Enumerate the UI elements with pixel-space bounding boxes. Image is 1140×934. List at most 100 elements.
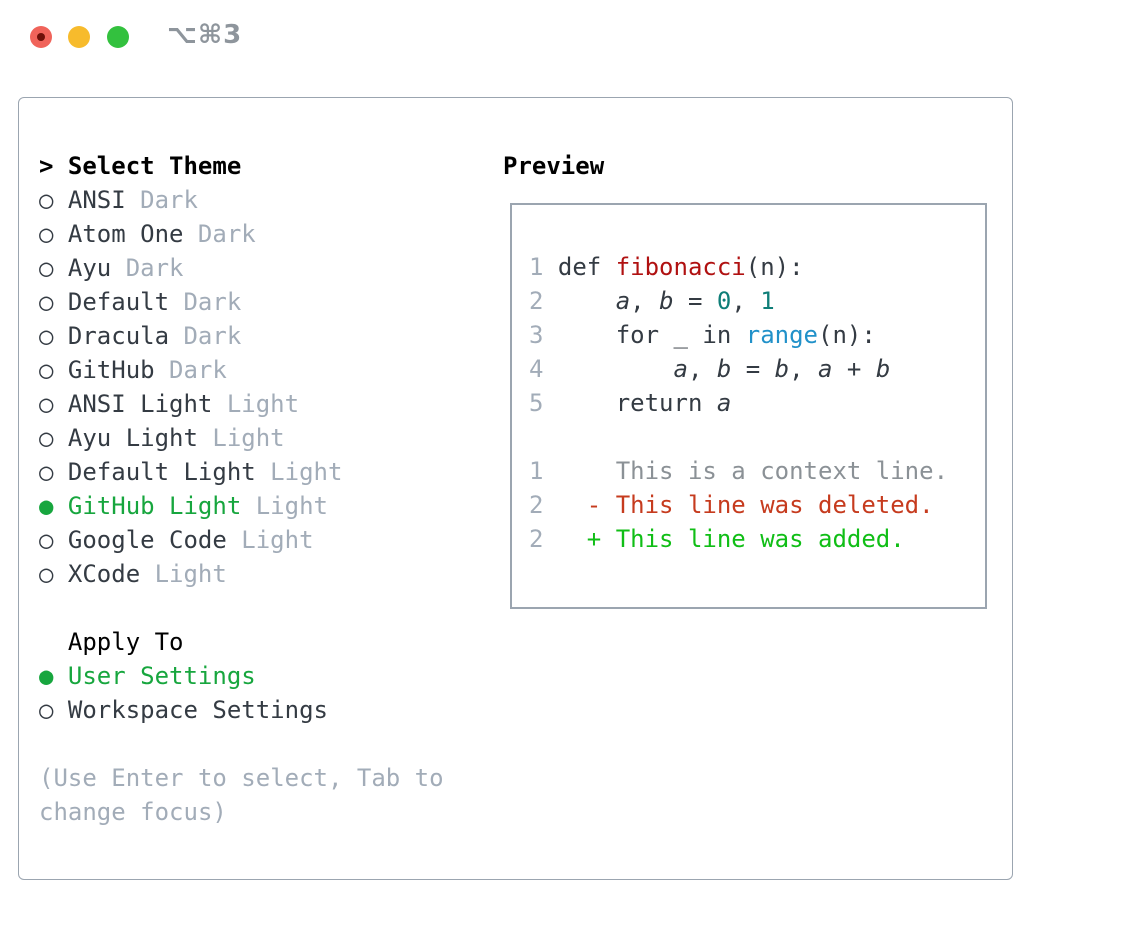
code-line: 1 def fibonacci(n): [529,250,948,284]
code-segment: , [789,355,819,383]
code-segment [543,355,673,383]
hint-text: (Use Enter to select, Tab to [39,764,444,792]
theme-name: ANSI [67,186,126,214]
code-segment: a [615,287,631,315]
code-line: 2 - This line was deleted. [529,488,948,522]
code-line: 1 This is a context line. [529,454,948,488]
radio-unselected-icon: ○ [39,186,54,214]
theme-name: Default [67,288,170,316]
apply-to-header: Apply To [39,625,444,659]
line-number: 1 [529,253,544,281]
code-segment: a [716,389,732,417]
theme-option-ayu[interactable]: ○ Ayu Dark [39,251,444,285]
code-segment: b [659,287,674,315]
line-number: 2 [529,287,544,315]
theme-option-atom-one[interactable]: ○ Atom One Dark [39,217,444,251]
apply-option-label: User Settings [67,662,256,690]
radio-selected-icon: ● [39,492,54,520]
code-segment: = [673,287,717,315]
apply-option-label: Workspace Settings [67,696,328,724]
select-theme-header: > Select Theme [39,149,444,183]
code-segment: , [731,287,761,315]
theme-variant-label: Light [226,390,300,418]
apply-to-label: Apply To [67,628,184,656]
code-segment: (n): [745,253,804,281]
apply-option-workspace-settings[interactable]: ○ Workspace Settings [39,693,444,727]
theme-variant-label: Light [270,458,343,486]
close-dot-icon [37,33,45,41]
theme-variant-label: Light [255,492,328,520]
code-line: 2 + This line was added. [529,522,948,556]
minimize-button[interactable] [68,26,90,48]
theme-option-ansi[interactable]: ○ ANSI Dark [39,183,444,217]
theme-variant-label: Dark [125,254,184,282]
line-number: 2 [529,491,544,519]
theme-variant-label: Light [212,424,285,452]
spacer [39,727,444,761]
theme-name: XCode [67,560,141,588]
code-segment: 0 [716,287,732,315]
line-number: 2 [529,525,544,553]
theme-name: ANSI Light [67,390,213,418]
code-line: 3 for _ in range(n): [529,318,948,352]
spacer [39,591,444,625]
theme-variant-label: Dark [169,356,227,384]
code-segment: def [543,253,616,281]
radio-unselected-icon: ○ [39,526,54,554]
radio-unselected-icon: ○ [39,220,54,248]
theme-name: GitHub Light [67,492,242,520]
theme-option-github-light[interactable]: ● GitHub Light Light [39,489,444,523]
keyboard-shortcut-label: ⌥⌘3 [167,20,243,50]
code-segment: a [818,355,833,383]
code-segment: range [745,321,818,349]
code-segment: , [687,355,717,383]
code-segment: return [543,389,717,417]
theme-name: Ayu [67,254,112,282]
code-segment: b [875,355,891,383]
code-segment: b [774,355,790,383]
apply-option-user-settings[interactable]: ● User Settings [39,659,444,693]
code-segment: 1 [760,287,775,315]
code-segment: - This line was deleted. [543,491,934,519]
hint-line: (Use Enter to select, Tab to [39,761,444,795]
select-theme-label: Select Theme [67,152,242,180]
code-line: 2 a, b = 0, 1 [529,284,948,318]
code-segment: + [832,355,876,383]
radio-unselected-icon: ○ [39,254,54,282]
theme-variant-label: Dark [197,220,256,248]
line-number: 3 [529,321,544,349]
radio-unselected-icon: ○ [39,696,54,724]
selection-arrow-icon: > [39,152,54,180]
code-segment: This is a context line. [543,457,949,485]
radio-unselected-icon: ○ [39,458,54,486]
theme-variant-label: Light [241,526,314,554]
line-number: 5 [529,389,544,417]
theme-variant-label: Dark [183,288,242,316]
zoom-button[interactable] [107,26,129,48]
theme-name: GitHub [67,356,155,384]
code-segment: + This line was added. [543,525,905,553]
code-line [529,420,948,454]
code-segment: = [731,355,775,383]
code-segment: fibonacci [615,253,746,281]
line-number: 4 [529,355,544,383]
theme-variant-label: Dark [140,186,198,214]
close-button[interactable] [30,26,52,48]
radio-selected-icon: ● [39,662,54,690]
code-segment: b [716,355,732,383]
code-segment: (n): [818,321,876,349]
hint-line: change focus) [39,795,444,829]
theme-name: Atom One [67,220,184,248]
theme-option-default[interactable]: ○ Default Dark [39,285,444,319]
radio-unselected-icon: ○ [39,288,54,316]
